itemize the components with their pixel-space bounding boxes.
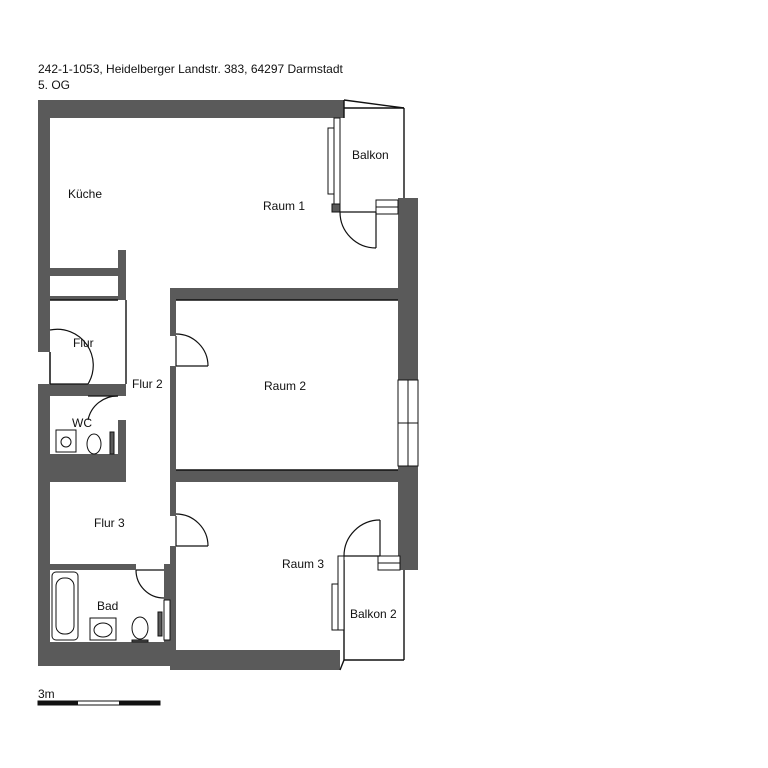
- walls: [38, 100, 418, 670]
- bad-toilet-icon: [131, 616, 149, 640]
- room-label-raum2: Raum 2: [264, 379, 306, 393]
- floor-label: 5. OG: [38, 78, 70, 92]
- room-label-flur3: Flur 3: [94, 516, 125, 530]
- doors: [49, 211, 381, 599]
- address-title: 242-1-1053, Heidelberger Landstr. 383, 6…: [38, 62, 344, 76]
- fixtures: [51, 429, 163, 643]
- room-label-raum3: Raum 3: [282, 557, 324, 571]
- room-label-flur2: Flur 2: [132, 377, 163, 391]
- room-label-balkon: Balkon: [352, 148, 389, 162]
- room-label-bad: Bad: [97, 599, 118, 613]
- room-label-raum1: Raum 1: [263, 199, 305, 213]
- room-label-balkon2: Balkon 2: [350, 607, 397, 621]
- room-label-kueche: Küche: [68, 187, 102, 201]
- scale-label: 3m: [38, 687, 55, 701]
- wc-toilet-icon: [86, 433, 102, 455]
- windows: [163, 117, 419, 641]
- scale-bar: 3m: [37, 687, 161, 706]
- room-label-wc: WC: [72, 416, 92, 430]
- room-label-flur: Flur: [73, 336, 94, 350]
